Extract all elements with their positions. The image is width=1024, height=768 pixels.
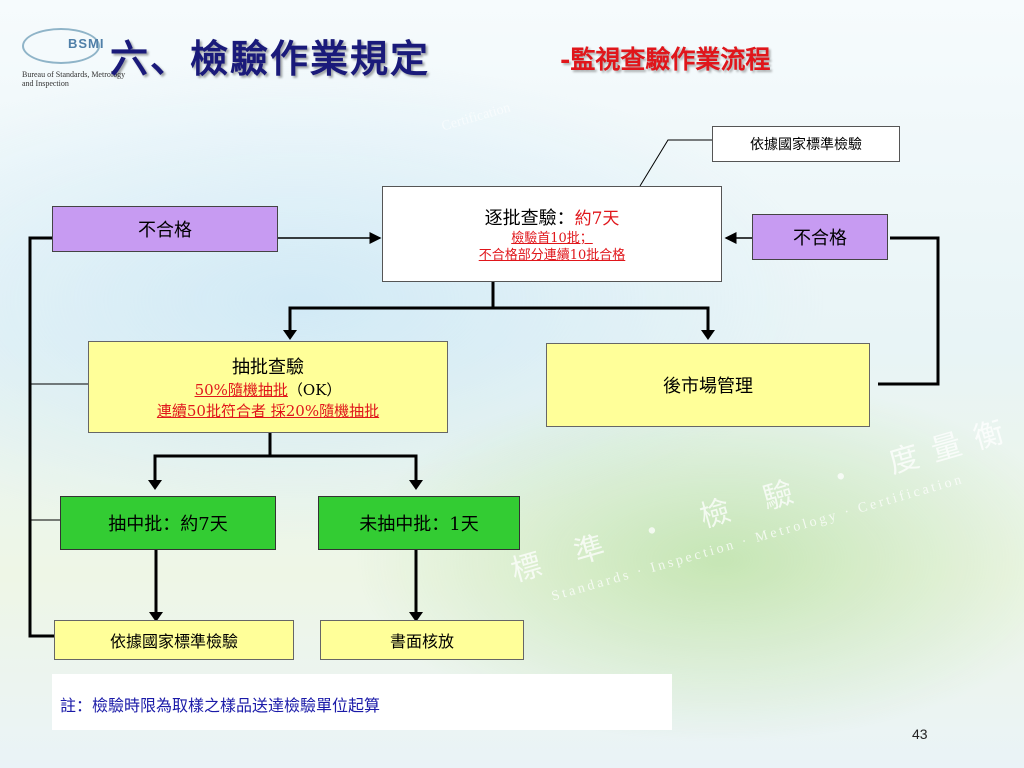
sampling-ratio: 50%隨機抽批 — [194, 381, 288, 399]
lot-inspection-title-line: 逐批查驗：約7天 — [485, 204, 620, 230]
sampling-ok: （OK） — [287, 381, 342, 399]
callout-national-standard: 依據國家標準檢驗 — [712, 126, 900, 162]
not-sampled-lot-box: 未抽中批：1天 — [318, 496, 520, 550]
logo-text: BSMI — [68, 36, 105, 51]
fail-box-right: 不合格 — [752, 214, 888, 260]
sampling-title: 抽批查驗 — [232, 357, 304, 378]
lot-inspection-first: 檢驗首10批； — [511, 231, 593, 246]
note-text: 註：檢驗時限為取樣之樣品送達檢驗單位起算 — [60, 696, 381, 715]
bsmi-logo: BSMI Bureau of Standards, Metrology and … — [22, 22, 125, 92]
lot-inspection-box: 逐批查驗：約7天 檢驗首10批； 不合格部分連續10批合格 — [382, 186, 722, 282]
lot-inspection-title: 逐批查驗： — [484, 208, 575, 229]
document-release-box: 書面核放 — [320, 620, 524, 660]
sampling-ratio-line: 50%隨機抽批（OK） — [195, 379, 342, 400]
post-market-box: 後市場管理 — [546, 343, 870, 427]
logo-ellipse-icon — [22, 28, 100, 64]
logo-caption: Bureau of Standards, Metrology and Inspe… — [22, 70, 126, 88]
national-standard-box: 依據國家標準檢驗 — [54, 620, 294, 660]
page-title: 六、檢驗作業規定 — [110, 36, 431, 81]
fail-box-left: 不合格 — [52, 206, 278, 252]
lot-inspection-days: 約7天 — [574, 209, 620, 229]
sampling-inspection-box: 抽批查驗 50%隨機抽批（OK） 連續50批符合者 採20%隨機抽批 — [88, 341, 448, 433]
page-number: 43 — [912, 726, 928, 742]
sampled-lot-box: 抽中批：約7天 — [60, 496, 276, 550]
sampling-reduced: 連續50批符合者 採20%隨機抽批 — [156, 402, 380, 420]
lot-inspection-consecutive: 不合格部分連續10批合格 — [478, 248, 626, 263]
page-subtitle: -監視查驗作業流程 — [560, 45, 771, 74]
note-panel — [52, 674, 672, 730]
